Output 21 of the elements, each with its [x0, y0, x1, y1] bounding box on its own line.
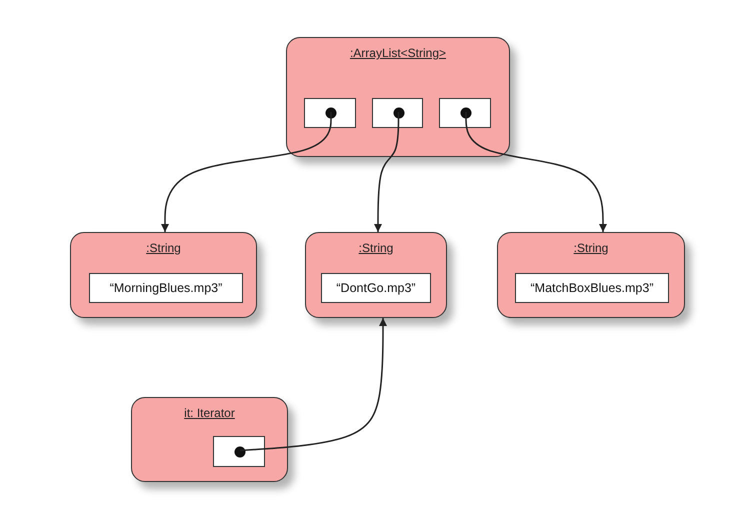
string-value-field: “DontGo.mp3”	[321, 273, 431, 303]
object-box	[305, 232, 447, 318]
object-name: :String	[574, 241, 608, 255]
object-name: :String	[146, 241, 181, 255]
arrow	[161, 112, 332, 232]
object-box	[497, 232, 685, 318]
reference-slot	[304, 98, 356, 128]
arrow	[240, 318, 387, 452]
object-box	[286, 37, 510, 157]
arrow	[374, 112, 400, 232]
object-box	[131, 397, 288, 482]
reference-slot	[372, 98, 423, 128]
reference-slot	[213, 436, 265, 467]
reference-slot	[439, 98, 491, 128]
string-value-field: “MatchBoxBlues.mp3”	[515, 273, 669, 303]
object-name: it: Iterator	[184, 406, 235, 420]
object-name: :ArrayList<String>	[350, 46, 446, 60]
object-name: :String	[358, 241, 394, 255]
arrow	[465, 112, 607, 232]
string-value-field: “MorningBlues.mp3”	[89, 273, 243, 303]
object-box	[70, 232, 257, 318]
